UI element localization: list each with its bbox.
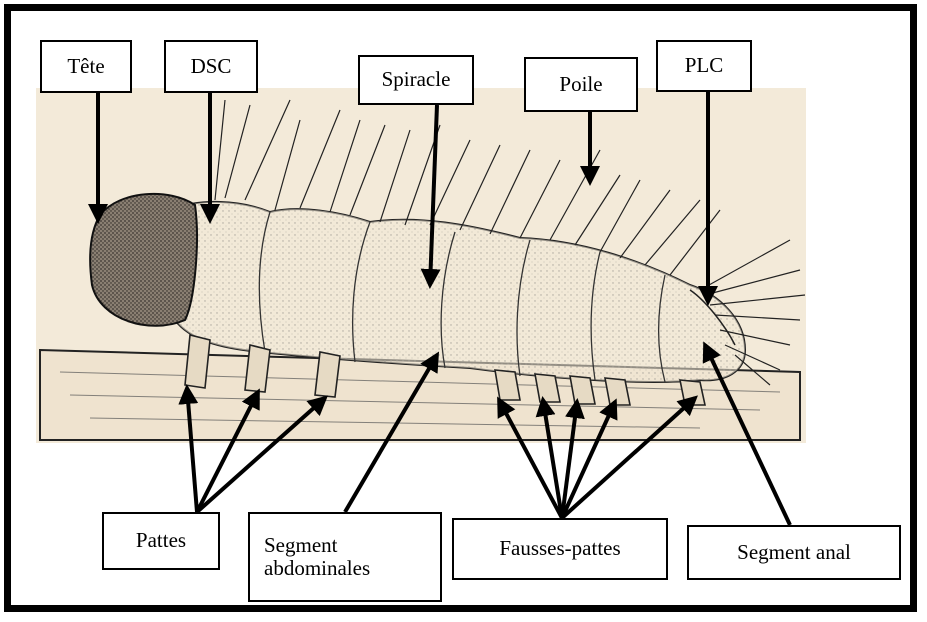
label-dsc: DSC bbox=[164, 40, 258, 93]
label-segment-anal: Segment anal bbox=[687, 525, 901, 580]
label-tete: Tête bbox=[40, 40, 132, 93]
label-spiracle: Spiracle bbox=[358, 55, 474, 105]
label-segment-abdominales: Segment abdominales bbox=[248, 512, 442, 602]
label-fausses-pattes: Fausses-pattes bbox=[452, 518, 668, 580]
label-segment-abdominales-line1: Segment bbox=[264, 534, 338, 557]
label-pattes: Pattes bbox=[102, 512, 220, 570]
caterpillar-head bbox=[90, 194, 197, 326]
label-plc: PLC bbox=[656, 40, 752, 92]
label-poile: Poile bbox=[524, 57, 638, 112]
label-segment-abdominales-line2: abdominales bbox=[264, 557, 370, 580]
